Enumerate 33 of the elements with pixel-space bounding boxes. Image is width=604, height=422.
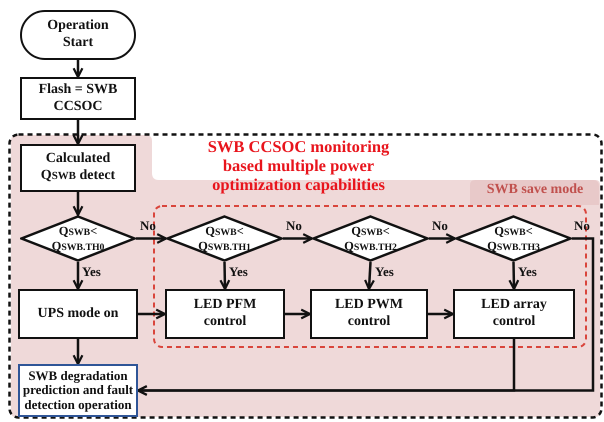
edge-label: Yes: [375, 264, 394, 280]
arrow: [285, 308, 312, 320]
process-box: SWB degradation prediction and fault detection operation: [18, 364, 138, 417]
region-label: SWB save mode: [486, 182, 584, 198]
edge-label: Yes: [229, 264, 248, 280]
arrow: [428, 308, 454, 320]
arrow: [364, 262, 375, 290]
process-box: LED PWM control: [310, 289, 428, 339]
edge-label: Yes: [82, 264, 101, 280]
edge-label: Yes: [518, 264, 537, 280]
arrow: [138, 308, 166, 320]
arrow: [219, 262, 230, 290]
arrow: [72, 60, 84, 78]
arrow: [72, 120, 84, 146]
region-title: SWB CCSOC monitoring based multiple power optimization capabilities: [206, 138, 390, 195]
monitoring-region: [8, 133, 603, 419]
edge-label: No: [140, 218, 156, 234]
arrow: [429, 233, 456, 244]
edge-label: No: [432, 218, 448, 234]
arrow: [72, 192, 84, 216]
arrow: [136, 233, 168, 244]
process-box: LED array control: [453, 289, 575, 339]
process-box: UPS mode on: [18, 289, 138, 339]
arrow: [283, 233, 314, 244]
process-box: LED PFM control: [165, 289, 285, 339]
edge-label: No: [574, 218, 590, 234]
process-box: Flash = SWB CCSOC: [20, 77, 136, 120]
edge-label: No: [286, 218, 302, 234]
terminal-box: Operation Start: [20, 10, 136, 60]
arrow: [136, 339, 516, 396]
arrow: [72, 262, 84, 290]
arrow: [508, 262, 520, 290]
arrow: [72, 339, 84, 366]
